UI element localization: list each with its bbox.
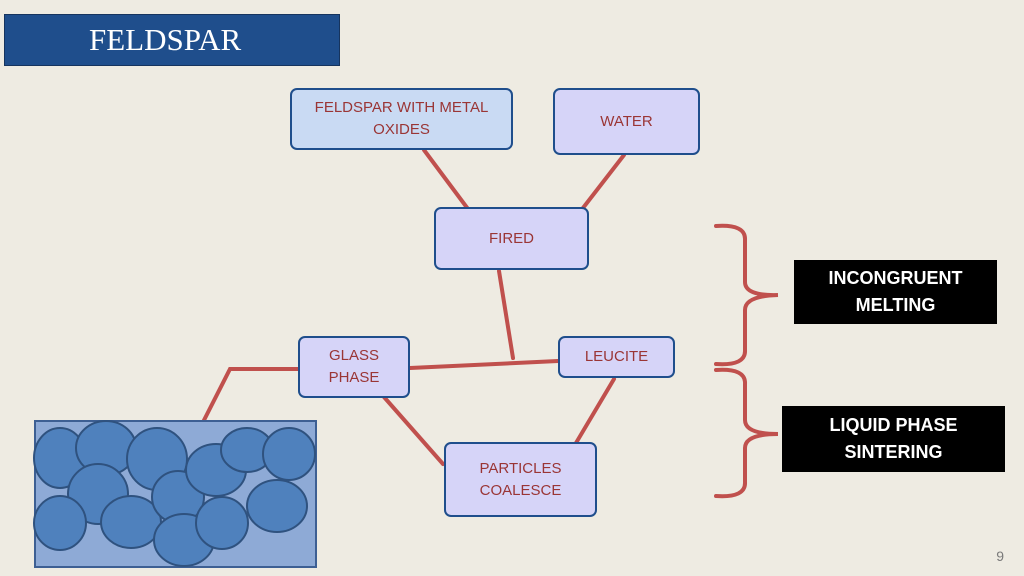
label-liquid-phase-sintering: LIQUID PHASE SINTERING <box>782 406 1005 472</box>
particle-illustration <box>33 420 317 568</box>
connector-glass-illustration <box>196 367 300 434</box>
connector-glass-leucite <box>408 359 560 370</box>
connector-leucite-particles <box>574 377 616 445</box>
node-leucite: LEUCITE <box>558 336 675 378</box>
node-feldspar-with-metal-oxides: FELDSPAR WITH METAL OXIDES <box>290 88 513 150</box>
brace-incongruent-melting <box>714 223 779 367</box>
particle <box>195 496 249 550</box>
slide-title: FELDSPAR <box>4 14 340 66</box>
brace-liquid-phase-sintering <box>714 367 779 499</box>
connector-glass-particles <box>382 395 445 466</box>
particle <box>33 495 87 551</box>
connector-water-fired <box>574 153 626 219</box>
node-particles-coalesce: PARTICLES COALESCE <box>444 442 597 517</box>
node-water: WATER <box>553 88 700 155</box>
label-incongruent-melting: INCONGRUENT MELTING <box>794 260 997 324</box>
node-glass-phase: GLASS PHASE <box>298 336 410 398</box>
node-fired: FIRED <box>434 207 589 270</box>
connector-oxides-fired <box>422 148 470 211</box>
particle <box>262 427 316 481</box>
particle <box>246 479 308 533</box>
page-number: 9 <box>996 548 1004 564</box>
connector-fired-leucite <box>497 269 515 360</box>
